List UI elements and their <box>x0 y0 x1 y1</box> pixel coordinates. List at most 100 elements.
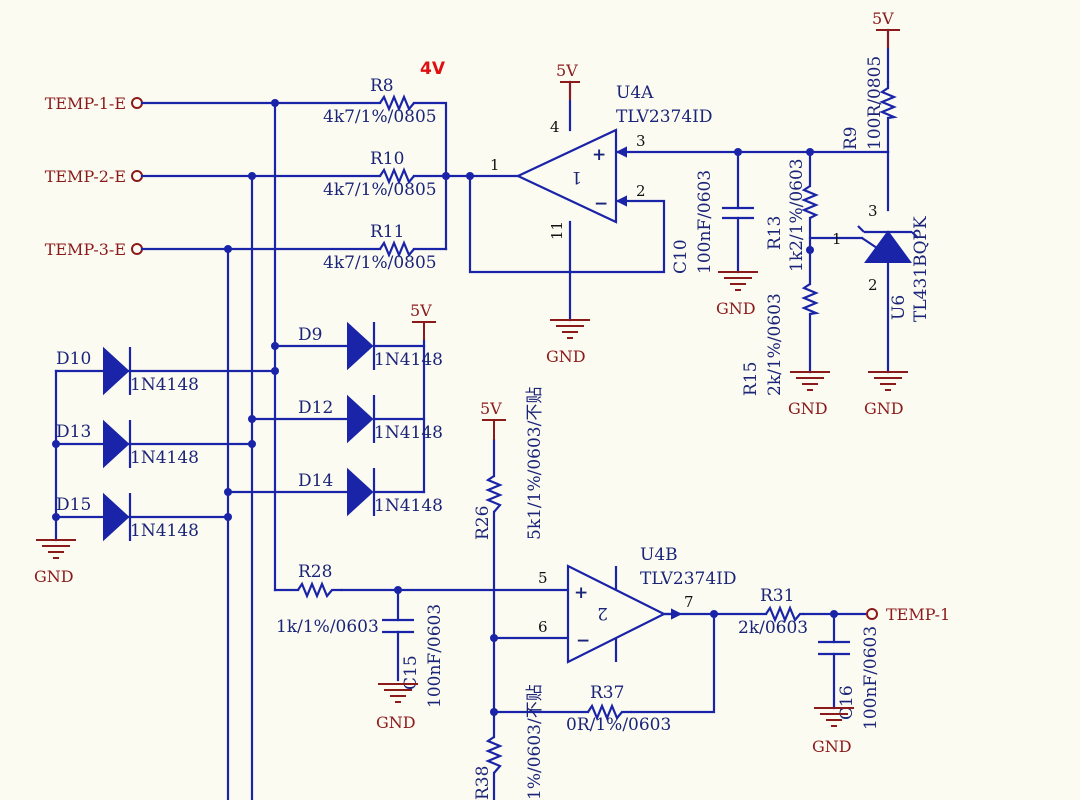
gnd-c16: GND <box>812 707 854 756</box>
r10-value: 4k7/1%/0805 <box>323 180 437 200</box>
opamp-u4b: + − 2 U4B TLV2374ID 5 6 7 <box>538 545 737 664</box>
r9-ref: R9 <box>841 126 861 150</box>
capacitor-c16: C16 100nF/0603 <box>818 626 881 730</box>
r13-value: 1k2/1%/0603 <box>787 158 807 272</box>
resistor-r8: R8 4k7/1%/0805 <box>323 76 437 127</box>
c16-value: 100nF/0603 <box>861 626 881 730</box>
u6-pin-anode: 2 <box>868 276 878 294</box>
r28-ref: R28 <box>298 562 332 582</box>
c10-ref: C10 <box>671 239 691 274</box>
u6-pin-ref: 1 <box>832 230 842 248</box>
r9-value: 100R/0805 <box>865 56 885 150</box>
d10-value: 1N4148 <box>130 375 199 395</box>
u4a-5v-label: 5V <box>556 61 578 80</box>
diode-d15: D15 1N4148 <box>56 492 199 542</box>
u4a-pin-out: 1 <box>490 156 500 174</box>
port-temp1-label: TEMP-1 <box>886 605 950 624</box>
r31-value: 2k/0603 <box>738 618 808 638</box>
u4a-minus-sign: − <box>594 194 608 214</box>
port-temp3e-label: TEMP-3-E <box>45 240 126 259</box>
shunt-reference-u6: 3 2 U6 TL431BQPK <box>857 202 931 322</box>
r8-ref: R8 <box>370 76 394 96</box>
d13-value: 1N4148 <box>130 448 199 468</box>
r10-ref: R10 <box>370 149 404 169</box>
r37-value: 0R/1%/0603 <box>566 715 671 735</box>
resistor-r38: R38 1%/0603/不贴 <box>473 684 545 800</box>
d13-ref: D13 <box>56 422 91 442</box>
u6-gnd-label: GND <box>864 399 904 418</box>
r31-ref: R31 <box>760 586 794 606</box>
u4a-gnd-label: GND <box>546 347 586 366</box>
r37-ref: R37 <box>590 683 624 703</box>
r13-ref: R13 <box>765 216 785 250</box>
u6-value: TL431BQPK <box>911 216 931 322</box>
r9-5v-label: 5V <box>872 9 894 28</box>
resistor-r10: R10 4k7/1%/0805 <box>323 149 437 200</box>
u4b-unit: 2 <box>597 603 608 623</box>
resistor-r11: R11 4k7/1%/0805 <box>323 222 437 273</box>
u6-pin-cathode: 3 <box>868 202 878 220</box>
d15-value: 1N4148 <box>130 521 199 541</box>
c10-gnd-label: GND <box>716 299 756 318</box>
resistor-r31: R31 2k/0603 <box>738 586 808 638</box>
diodes-5v-label: 5V <box>410 301 432 320</box>
c10-value: 100nF/0603 <box>695 170 715 274</box>
r38-ref: R38 <box>473 766 493 800</box>
port-temp1e: TEMP-1-E <box>45 94 143 113</box>
power-5v-r9: 5V <box>872 9 900 48</box>
u4b-pin-out: 7 <box>684 593 694 611</box>
u4a-value: TLV2374ID <box>616 107 713 127</box>
d14-ref: D14 <box>298 471 333 491</box>
r11-value: 4k7/1%/0805 <box>323 253 437 273</box>
c15-gnd-label: GND <box>376 713 416 732</box>
port-temp1: TEMP-1 <box>866 605 950 624</box>
resistor-r28: R28 1k/1%/0603 <box>276 562 379 637</box>
d12-ref: D12 <box>298 398 333 418</box>
d15-ref: D15 <box>56 495 91 515</box>
resistor-r13: R13 1k2/1%/0603 <box>765 158 819 272</box>
r11-ref: R11 <box>370 222 404 242</box>
u4a-pin-inp: 3 <box>636 132 646 150</box>
junctions <box>52 99 838 716</box>
u4a-plus-sign: + <box>592 145 606 165</box>
u4a-pin-gnd: 11 <box>548 221 566 240</box>
diode-d13: D13 1N4148 <box>56 419 199 469</box>
u4b-ref: U4B <box>640 545 678 565</box>
u4b-value: TLV2374ID <box>640 569 737 589</box>
gnd-diodes: GND <box>34 539 76 586</box>
power-5v-diodes: 5V <box>410 301 436 340</box>
diode-d12: D12 1N4148 <box>298 394 443 444</box>
capacitor-c15: C15 100nF/0603 <box>382 604 445 708</box>
u4a-ref: U4A <box>616 83 654 103</box>
r26-ref: R26 <box>473 506 493 540</box>
c16-ref: C16 <box>837 685 857 720</box>
d10-ref: D10 <box>56 349 91 369</box>
gnd-u4a: GND <box>546 319 590 366</box>
u4b-pin-inp: 5 <box>538 569 548 587</box>
u4a-unit: 1 <box>571 167 582 187</box>
c15-ref: C15 <box>401 655 421 690</box>
wires <box>54 28 890 800</box>
power-5v-r26: 5V <box>480 399 506 440</box>
u4b-pin-inm: 6 <box>538 618 548 636</box>
r26-5v-label: 5V <box>480 399 502 418</box>
voltage-annotation: 4V <box>420 59 446 79</box>
diode-d14: D14 1N4148 <box>298 467 443 517</box>
gnd-r15: GND <box>788 371 830 418</box>
r15-ref: R15 <box>741 362 761 396</box>
resistor-r9: R9 100R/0805 <box>841 56 898 150</box>
port-temp2e-label: TEMP-2-E <box>45 167 126 186</box>
u4b-plus-sign: + <box>574 583 588 603</box>
r26-value: 5k1/1%/0603/不贴 <box>525 387 545 540</box>
capacitor-c10: C10 100nF/0603 <box>671 170 754 274</box>
gnd-u6: GND <box>864 371 908 418</box>
u6-ref: U6 <box>889 295 909 320</box>
r28-value: 1k/1%/0603 <box>276 617 379 637</box>
port-temp3e: TEMP-3-E <box>45 240 143 259</box>
resistor-r15: R15 2k/1%/0603 <box>741 283 820 396</box>
opamp-u4a: + − 1 U4A TLV2374ID 1 3 2 4 11 <box>490 83 713 240</box>
r8-value: 4k7/1%/0805 <box>323 107 437 127</box>
r15-gnd-label: GND <box>788 399 828 418</box>
c16-gnd-label: GND <box>812 737 852 756</box>
